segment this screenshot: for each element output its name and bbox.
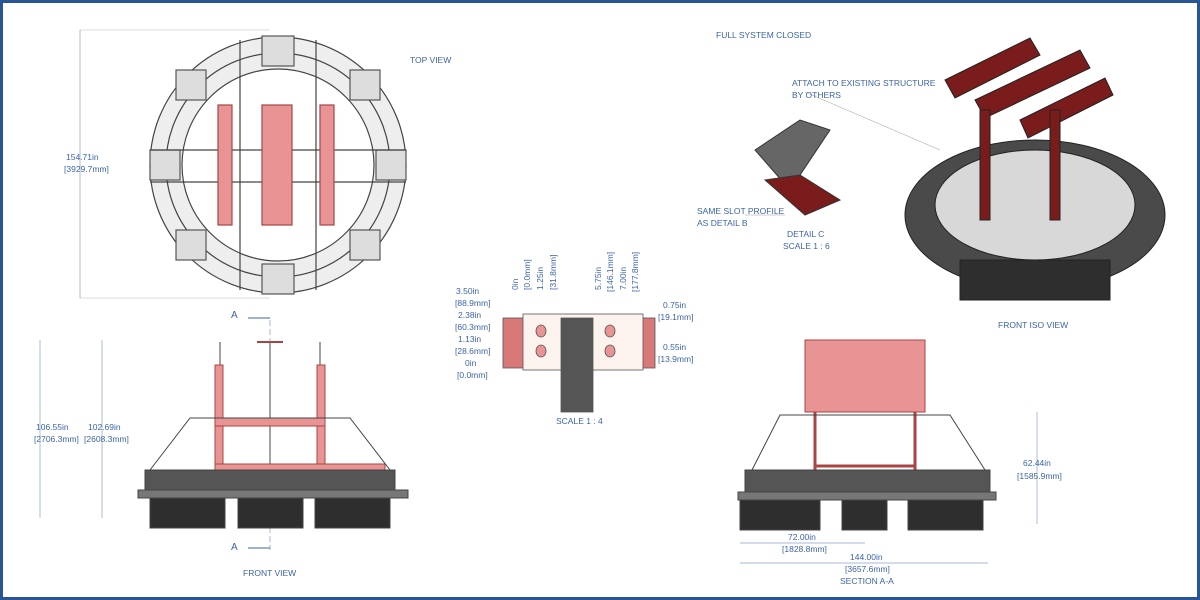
front-overall-in: 106.55in	[36, 422, 69, 432]
detail-left-dim-mm: [60.3mm]	[455, 322, 491, 332]
detail-right-dim-in: 0.75in	[663, 300, 687, 310]
detail-scale-label: SCALE 1 : 4	[556, 416, 603, 426]
detail-left-dim-mm: [28.6mm]	[455, 346, 491, 356]
detail-c-label: DETAIL C	[787, 229, 825, 239]
detail-top-dim-mm: [146.1mm]	[605, 251, 615, 292]
front-view-drawing	[39, 317, 409, 550]
top-view-label: TOP VIEW	[410, 55, 452, 65]
section-height-in: 62.44in	[1023, 458, 1051, 468]
detail-right-dim-mm: [13.9mm]	[658, 354, 694, 364]
detail-top-dim-mm: [0.0mm]	[522, 259, 532, 290]
detail-c-drawing	[745, 91, 941, 216]
detail-left-dim-in: 1.13in	[458, 334, 482, 344]
section-height-mm: [1585.9mm]	[1017, 471, 1062, 481]
iso-view-drawing	[904, 37, 1166, 301]
full-system-label: FULL SYSTEM CLOSED	[716, 30, 812, 40]
detail-top-dim-mm: [31.8mm]	[548, 254, 558, 290]
front-inner-mm: [2608.3mm]	[84, 434, 129, 444]
front-overall-mm: [2706.3mm]	[34, 434, 79, 444]
slot-note-line1: SAME SLOT PROFILE	[697, 206, 785, 216]
section-half-mm: [1828.8mm]	[782, 544, 827, 554]
front-iso-label: FRONT ISO VIEW	[998, 320, 1069, 330]
detail-left-dim-mm: [88.9mm]	[455, 298, 491, 308]
slot-note-line2: AS DETAIL B	[697, 218, 748, 228]
detail-top-dim-in: 5.75in	[593, 266, 603, 290]
front-inner-in: 102.69in	[88, 422, 121, 432]
detail-left-dim-in: 3.50in	[456, 286, 480, 296]
section-width-in: 144.00in	[850, 552, 883, 562]
section-half-in: 72.00in	[788, 532, 816, 542]
detail-right-dim-in: 0.55in	[663, 342, 687, 352]
detail-top-dim-in: 7.00in	[618, 266, 628, 290]
section-mark-top: A	[231, 310, 238, 321]
detail-top-dim-in: 0in	[510, 278, 520, 290]
section-view-label: SECTION A-A	[840, 576, 894, 586]
detail-top-dim-mm: [177.8mm]	[630, 251, 640, 292]
top-view-drawing	[79, 29, 407, 299]
detail-top-dim-in: 1.25in	[535, 266, 545, 290]
attach-note-line2: BY OTHERS	[792, 90, 841, 100]
detail-b-drawing	[502, 313, 656, 413]
top-diameter-mm: [3929.7mm]	[64, 164, 109, 174]
front-view-label: FRONT VIEW	[243, 568, 297, 578]
detail-c-scale: SCALE 1 : 6	[783, 241, 830, 251]
detail-right-dim-mm: [19.1mm]	[658, 312, 694, 322]
detail-left-dim-in: 2.38in	[458, 310, 482, 320]
attach-note-line1: ATTACH TO EXISTING STRUCTURE	[792, 78, 936, 88]
detail-left-dim-mm: [0.0mm]	[457, 370, 488, 380]
top-diameter-in: 154.71in	[66, 152, 99, 162]
detail-left-dim-in: 0in	[465, 358, 477, 368]
section-width-mm: [3657.6mm]	[845, 564, 890, 574]
section-view-drawing	[737, 339, 1038, 564]
section-mark-bottom: A	[231, 542, 238, 553]
